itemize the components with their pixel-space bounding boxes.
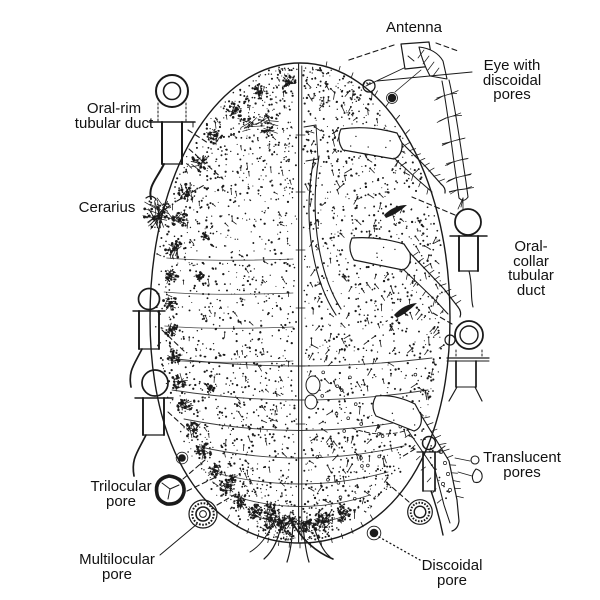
tubular-duct-left-lower-drawing — [132, 369, 174, 477]
multilocular-pore-drawing — [188, 499, 218, 529]
multilocular-pore-right-drawing — [407, 499, 433, 525]
label-translucent-pores: Translucent pores — [483, 449, 561, 481]
cerarius-sample-drawing — [142, 197, 174, 232]
dorsal-stipple — [154, 66, 298, 541]
marginal-cerarii — [162, 74, 352, 535]
oral-collar-duct-drawing — [449, 208, 488, 308]
mouthparts-drawing — [303, 124, 417, 410]
tubular-duct-right-drawing — [416, 435, 444, 536]
leader-eye — [376, 71, 473, 82]
translucent-pores-drawing — [470, 455, 483, 484]
midline — [295, 63, 306, 543]
middle-leg-drawing — [349, 237, 462, 318]
leader-cerarius — [176, 183, 207, 202]
leader-lines — [159, 42, 473, 561]
front-leg-drawing — [338, 127, 446, 195]
ventral-stipple — [302, 66, 445, 541]
oral-rim-duct-drawing — [145, 74, 196, 200]
pore-duct-composite-drawing — [444, 320, 490, 402]
anal-setae — [249, 514, 334, 563]
leader-antenna — [345, 44, 395, 62]
discoidal-pore-drawing — [366, 525, 382, 541]
label-trilocular-pore: Trilocular pore — [90, 478, 152, 510]
label-cerarius: Cerarius — [78, 199, 136, 216]
label-multilocular-pore: Multilocular pore — [79, 551, 155, 583]
leader-multilocular-pore — [159, 523, 198, 556]
eye-drawing — [362, 79, 398, 104]
label-antenna: Antenna — [386, 19, 442, 36]
tubular-duct-left-upper-drawing — [129, 287, 166, 388]
leader-oral-rim-duct — [187, 129, 209, 144]
leader-translucent-pores — [454, 457, 471, 462]
leader-discoidal-pore — [378, 536, 421, 561]
label-discoidal-pore: Discoidal pore — [421, 557, 483, 589]
leader-trilocular-pore — [182, 459, 206, 480]
leader-oral-collar-duct — [411, 196, 456, 216]
label-oral-rim-duct: Oral-rim tubular duct — [74, 100, 154, 132]
antenna-drawing — [365, 41, 475, 211]
trilocular-pore-drawing — [154, 451, 189, 506]
label-eye: Eye with discoidal pores — [482, 57, 542, 103]
label-oral-collar-duct: Oral-collar tubular duct — [508, 238, 554, 299]
hind-leg-drawing — [372, 395, 464, 532]
